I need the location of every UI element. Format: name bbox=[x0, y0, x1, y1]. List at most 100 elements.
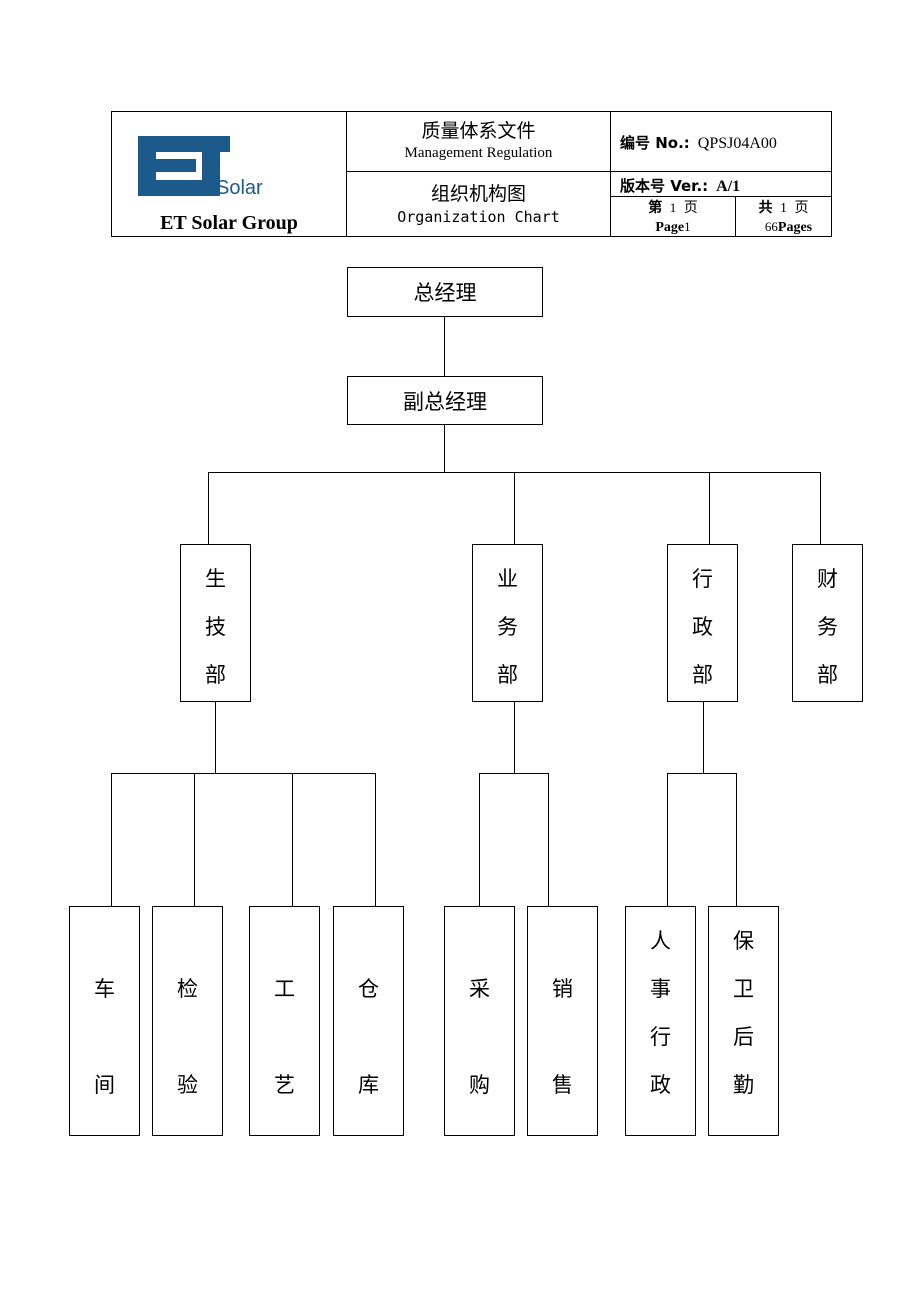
unit-char: 间 bbox=[94, 1073, 115, 1097]
header-divider bbox=[610, 196, 831, 197]
doc-title-en: Organization Chart bbox=[397, 208, 560, 226]
deputy-general-manager-box: 副总经理 bbox=[347, 376, 543, 425]
unit-process-box: 工 艺 bbox=[249, 906, 320, 1136]
dept-char: 部 bbox=[692, 663, 713, 687]
unit-char: 保 bbox=[733, 929, 754, 953]
total-zh-unit: 页 bbox=[794, 200, 809, 216]
deputy-general-manager-label: 副总经理 bbox=[403, 389, 487, 414]
unit-char: 卫 bbox=[733, 977, 754, 1001]
unit-security-logistics-box: 保 卫 后 勤 bbox=[708, 906, 779, 1136]
connector-line bbox=[444, 316, 445, 377]
header-divider bbox=[735, 197, 736, 236]
connector-line bbox=[111, 773, 112, 907]
connector-line bbox=[194, 773, 195, 907]
dept-char: 部 bbox=[205, 663, 226, 687]
dept-production-tech-box: 生 技 部 bbox=[180, 544, 251, 702]
connector-line bbox=[375, 773, 376, 907]
connector-line bbox=[667, 773, 737, 774]
total-zh-label: 共 bbox=[758, 200, 773, 216]
page-en-value: 1 bbox=[684, 219, 691, 234]
connector-line bbox=[709, 472, 710, 545]
version-cell: 版本号 Ver.: A/1 bbox=[620, 175, 830, 196]
unit-char: 行 bbox=[650, 1025, 671, 1049]
connector-line bbox=[820, 472, 821, 545]
doc-number-cell: 编号 No.: QPSJ04A00 bbox=[620, 132, 830, 153]
dept-char: 技 bbox=[205, 615, 226, 639]
connector-line bbox=[479, 773, 549, 774]
connector-line bbox=[208, 472, 209, 545]
unit-sales-box: 销 售 bbox=[527, 906, 598, 1136]
unit-hr-admin-box: 人 事 行 政 bbox=[625, 906, 696, 1136]
unit-char: 政 bbox=[650, 1073, 671, 1097]
connector-line bbox=[111, 773, 376, 774]
doc-title-cell: 组织机构图 Organization Chart bbox=[347, 179, 610, 226]
connector-line bbox=[479, 773, 480, 907]
total-en-value: 66 bbox=[764, 219, 778, 234]
unit-char: 人 bbox=[650, 929, 671, 953]
version-value: A/1 bbox=[716, 178, 741, 195]
connector-line bbox=[667, 773, 668, 907]
connector-line bbox=[444, 424, 445, 473]
connector-line bbox=[736, 773, 737, 907]
dept-char: 政 bbox=[692, 615, 713, 639]
dept-char: 务 bbox=[817, 615, 838, 639]
total-en-label: Pages bbox=[777, 220, 813, 235]
connector-line bbox=[548, 773, 549, 907]
doc-type-zh: 质量体系文件 bbox=[421, 120, 536, 142]
doc-type-cell: 质量体系文件 Management Regulation bbox=[347, 116, 610, 162]
unit-char: 事 bbox=[650, 977, 671, 1001]
unit-char: 验 bbox=[177, 1073, 198, 1097]
doc-title-zh: 组织机构图 bbox=[430, 183, 526, 205]
unit-char: 后 bbox=[733, 1025, 754, 1049]
version-label: 版本号 Ver.: bbox=[620, 177, 709, 195]
dept-char: 部 bbox=[817, 663, 838, 687]
unit-inspection-box: 检 验 bbox=[152, 906, 223, 1136]
unit-char: 售 bbox=[552, 1073, 573, 1097]
header-divider bbox=[346, 112, 347, 236]
logo-solar-text: Solar bbox=[216, 177, 263, 199]
unit-workshop-box: 车 间 bbox=[69, 906, 140, 1136]
unit-char: 勤 bbox=[733, 1073, 754, 1097]
dept-char: 行 bbox=[692, 567, 713, 591]
doc-type-en: Management Regulation bbox=[404, 145, 553, 161]
general-manager-box: 总经理 bbox=[347, 267, 543, 317]
document-header-table: Solar ET Solar Group 质量体系文件 Management R… bbox=[111, 111, 832, 237]
unit-purchasing-box: 采 购 bbox=[444, 906, 515, 1136]
general-manager-label: 总经理 bbox=[413, 281, 477, 305]
unit-char: 检 bbox=[177, 977, 198, 1001]
connector-line bbox=[215, 701, 216, 774]
connector-line bbox=[514, 472, 515, 545]
unit-char: 采 bbox=[469, 977, 490, 1001]
dept-char: 财 bbox=[817, 567, 838, 591]
et-solar-logo-icon: Solar bbox=[138, 136, 263, 199]
unit-char: 车 bbox=[94, 977, 115, 1001]
connector-line bbox=[514, 701, 515, 774]
page-zh-value: 1 bbox=[669, 200, 677, 215]
total-zh-value: 1 bbox=[780, 201, 787, 216]
dept-business-box: 业 务 部 bbox=[472, 544, 543, 702]
dept-finance-box: 财 务 部 bbox=[792, 544, 863, 702]
unit-warehouse-box: 仓 库 bbox=[333, 906, 404, 1136]
header-divider bbox=[610, 112, 611, 236]
unit-char: 仓 bbox=[358, 977, 379, 1001]
header-divider bbox=[346, 171, 831, 172]
dept-char: 业 bbox=[497, 567, 518, 591]
dept-char: 生 bbox=[205, 567, 226, 591]
unit-char: 销 bbox=[552, 977, 573, 1001]
doc-number-label: 编号 No.: bbox=[620, 134, 690, 152]
doc-number-value: QPSJ04A00 bbox=[697, 135, 777, 152]
dept-char: 务 bbox=[497, 615, 518, 639]
connector-line bbox=[703, 701, 704, 774]
company-name: ET Solar Group bbox=[160, 212, 298, 234]
page-zh-unit: 页 bbox=[683, 200, 698, 216]
unit-char: 库 bbox=[358, 1073, 379, 1097]
dept-char: 部 bbox=[497, 663, 518, 687]
unit-char: 购 bbox=[469, 1073, 490, 1097]
unit-char: 工 bbox=[274, 977, 295, 1001]
total-pages-cell: 共 1 页 66Pages bbox=[736, 199, 831, 237]
page-zh-label: 第 bbox=[648, 200, 663, 216]
unit-char: 艺 bbox=[274, 1073, 295, 1097]
connector-line bbox=[292, 773, 293, 907]
page-number-cell: 第 1 页 Page1 bbox=[611, 199, 735, 237]
dept-administration-box: 行 政 部 bbox=[667, 544, 738, 702]
